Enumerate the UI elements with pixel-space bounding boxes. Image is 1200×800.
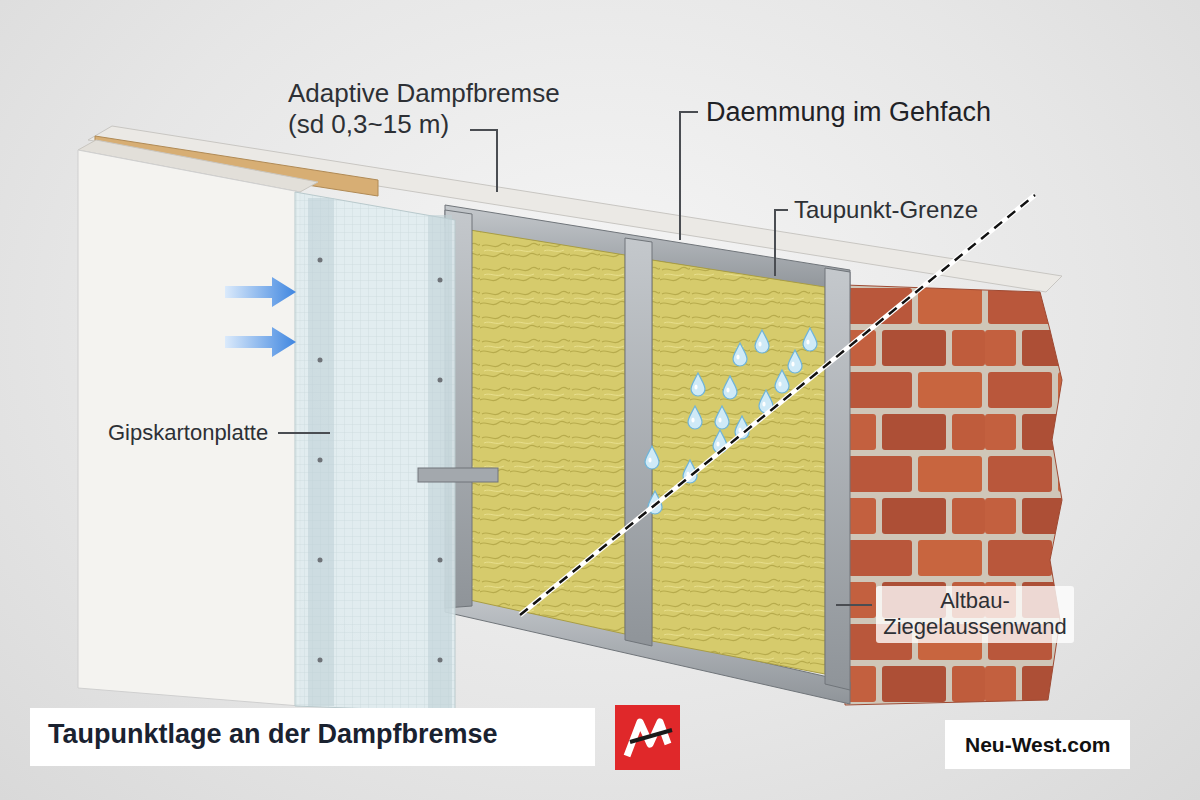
vapour-membrane bbox=[295, 192, 455, 712]
logo-square bbox=[615, 705, 680, 770]
metal-stud bbox=[625, 238, 652, 646]
membrane-tape bbox=[308, 198, 334, 706]
callout-label: Altbau- Ziegelaussenwand bbox=[876, 586, 1074, 643]
vapour-arrow bbox=[225, 277, 296, 307]
metal-stud bbox=[825, 268, 850, 690]
callout-label: Taupunkt-Grenze bbox=[794, 196, 978, 225]
gypsum-board bbox=[78, 150, 300, 706]
callout-label: Daemmung im Gehfach bbox=[706, 96, 991, 128]
title-ground bbox=[30, 708, 595, 766]
leader-lines bbox=[278, 112, 872, 605]
logo-mark bbox=[630, 730, 672, 742]
screws bbox=[318, 258, 443, 663]
dewpoint-line-halo bbox=[520, 195, 1035, 615]
metal-bracket bbox=[418, 468, 498, 482]
callout-label: Adaptive Dampfbremse (sd 0,3~15 m) bbox=[288, 78, 588, 140]
vapour-arrow bbox=[225, 327, 296, 357]
dewpoint-line bbox=[520, 195, 1035, 615]
callout-label: Gipskartonplatte bbox=[108, 420, 268, 446]
condensate-drops bbox=[645, 328, 817, 514]
membrane-tape bbox=[428, 215, 452, 710]
insulation-batt bbox=[652, 260, 825, 674]
title: Taupunktlage an der Dampfbremse bbox=[48, 718, 498, 750]
insulation-batt bbox=[470, 230, 625, 634]
watermark: Neu-West.com bbox=[945, 720, 1130, 769]
membrane-mesh bbox=[295, 192, 455, 712]
